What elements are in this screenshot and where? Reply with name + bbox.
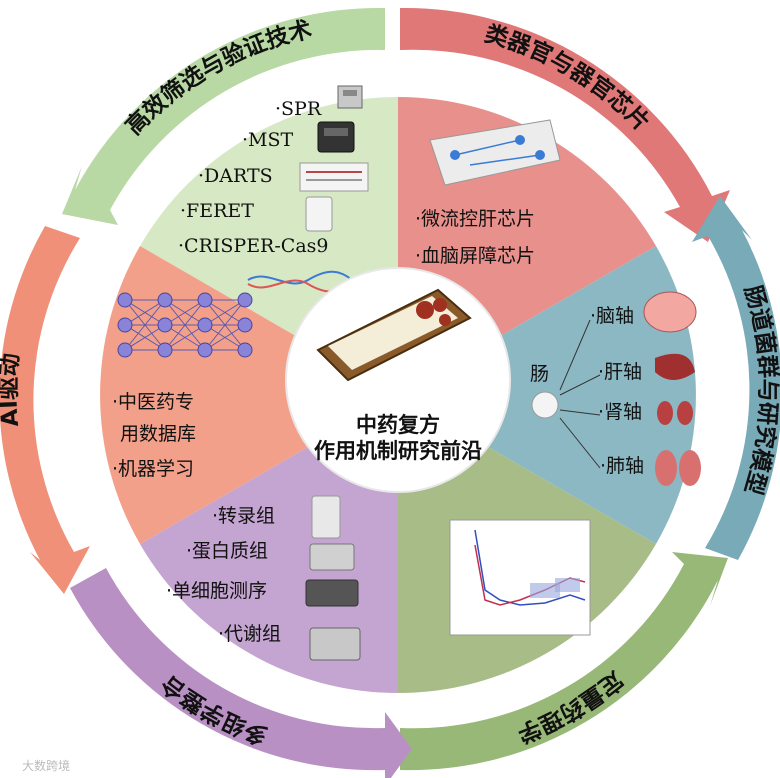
nn-edge xyxy=(164,299,206,351)
herb-box-icon xyxy=(316,288,472,382)
mst-instrument-icon xyxy=(317,121,355,153)
pk-plot-icon xyxy=(449,519,591,636)
center-title-line2: 作用机制研究前沿 xyxy=(314,439,482,463)
nn-node xyxy=(197,317,213,333)
gut-axis: 肠 ·脑轴 ·肝轴 ·肾轴 ·肺轴 xyxy=(530,291,701,486)
ring-arrow-purple xyxy=(70,568,412,778)
microfluidic-chip-icon xyxy=(429,119,561,186)
nn-edge xyxy=(204,299,246,351)
nn-node xyxy=(197,292,213,308)
outer-ring xyxy=(0,7,780,778)
omics-item: ·单细胞测序 xyxy=(166,580,267,602)
intestine-icon xyxy=(531,391,559,419)
gut-hub-label: 肠 xyxy=(530,363,549,385)
screening-item: ·DARTS xyxy=(198,165,273,187)
nn-edge xyxy=(204,324,246,351)
wedge-ai xyxy=(100,246,398,544)
axis-item: ·脑轴 xyxy=(590,305,634,327)
nn-node xyxy=(237,342,253,358)
kidney-icon xyxy=(657,401,693,425)
nn-node xyxy=(197,342,213,358)
nn-node xyxy=(117,317,133,333)
screening-item: ·MST xyxy=(242,129,294,151)
nn-edge xyxy=(124,299,166,326)
mass-spec-icon xyxy=(309,543,355,571)
center-hub: 中药复方 作用机制研究前沿 xyxy=(285,267,511,493)
liver-icon xyxy=(655,353,695,380)
ring-arrow-green xyxy=(62,7,385,226)
nn-node xyxy=(117,292,133,308)
nn-node xyxy=(157,292,173,308)
feret-instrument-icon xyxy=(305,196,333,232)
axis-item: ·肾轴 xyxy=(598,401,642,423)
ring-arrow-teal xyxy=(692,196,780,560)
single-cell-instrument-icon xyxy=(305,579,359,607)
center-title-line1: 中药复方 xyxy=(356,413,440,437)
ai-list: ·中医药专 用数据库 ·机器学习 xyxy=(112,292,253,480)
nn-node xyxy=(237,292,253,308)
brain-icon xyxy=(643,291,697,333)
axis-connector xyxy=(559,374,601,396)
nn-node xyxy=(117,342,133,358)
organ-chip-item: ·微流控肝芯片 xyxy=(415,208,535,230)
nn-edge xyxy=(124,324,166,351)
organ-chip-list: ·微流控肝芯片 ·血脑屏障芯片 xyxy=(415,119,561,267)
omics-item: ·代谢组 xyxy=(218,623,281,645)
axis-connector xyxy=(559,409,601,416)
ai-item: ·机器学习 xyxy=(112,458,194,480)
screening-item: ·SPR xyxy=(275,98,322,120)
ring-arrow-salmon xyxy=(0,226,90,594)
nn-edge xyxy=(124,299,166,351)
nn-node xyxy=(237,317,253,333)
ai-item: ·中医药专 xyxy=(112,391,194,413)
nn-edge xyxy=(164,324,206,351)
axis-item: ·肺轴 xyxy=(600,455,644,477)
neural-network-icon xyxy=(117,292,253,358)
watermark-text: 大数跨境 xyxy=(22,758,70,773)
omics-item: ·蛋白质组 xyxy=(186,540,268,562)
sequencer-icon xyxy=(311,495,341,539)
screening-item: ·FERET xyxy=(180,200,254,222)
nn-node xyxy=(157,342,173,358)
darts-gel-icon xyxy=(299,162,369,192)
nn-edge xyxy=(204,299,246,326)
omics-list: ·转录组 ·蛋白质组 ·单细胞测序 ·代谢组 xyxy=(166,495,361,661)
metabolomics-instrument-icon xyxy=(309,627,361,661)
nn-node xyxy=(157,317,173,333)
organ-chip-item: ·血脑屏障芯片 xyxy=(415,245,535,267)
omics-item: ·转录组 xyxy=(212,505,275,527)
ai-item: 用数据库 xyxy=(120,423,196,445)
axis-connector xyxy=(559,319,591,391)
ring-label-ai: AI驱动 xyxy=(0,352,24,427)
axis-connector xyxy=(559,417,601,469)
spr-instrument-icon xyxy=(337,85,363,109)
screening-item: ·CRISPER-Cas9 xyxy=(178,235,329,257)
nn-edge xyxy=(164,299,206,326)
ring-arrow-olive xyxy=(400,552,728,771)
axis-item: ·肝轴 xyxy=(598,361,642,383)
ring-arrow-red xyxy=(400,7,730,243)
lung-icon xyxy=(655,450,701,486)
screening-list: ·SPR ·MST ·DARTS ·FERET ·CRISPER-Cas9 xyxy=(178,85,369,293)
